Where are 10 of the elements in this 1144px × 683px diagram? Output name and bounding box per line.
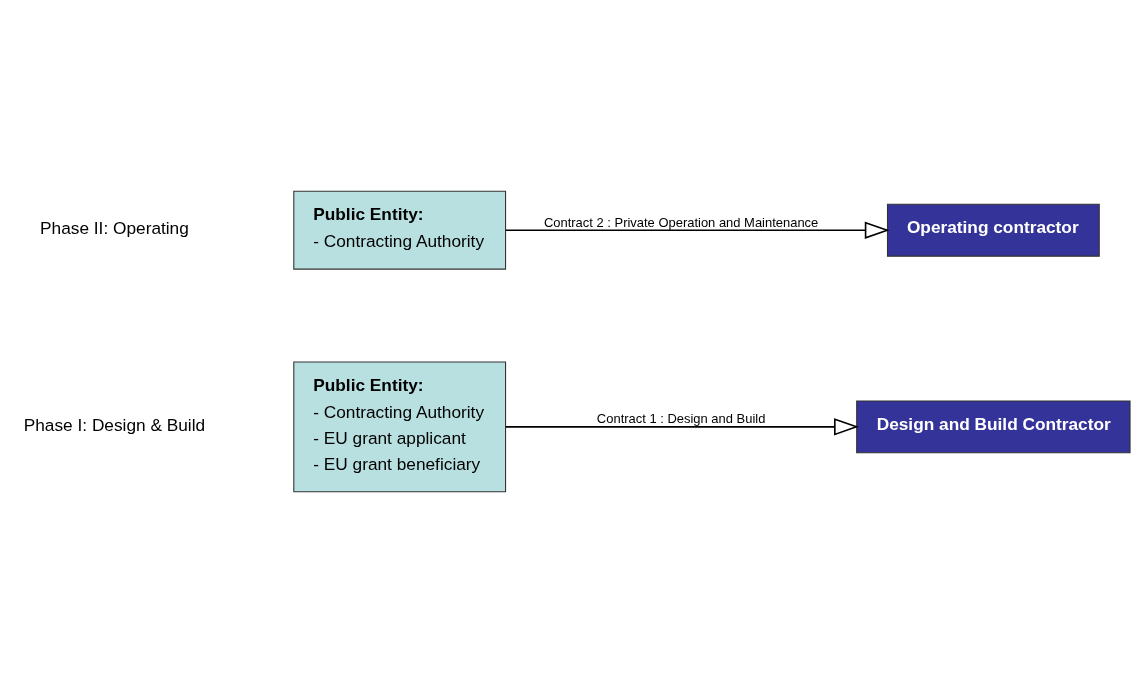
arrow [505, 221, 890, 239]
edge-label: Contract 2 : Private Operation and Maintenance [543, 214, 819, 230]
arrow [505, 418, 859, 436]
label: Phase II: Operating [40, 218, 189, 239]
node-box: Operating contractor [886, 203, 1100, 257]
node-box: Public Entity: - Contracting Authority - EU grant applicant - EU grant beneficiary [293, 361, 507, 493]
node-box: Design and Build Contractor [856, 400, 1131, 454]
label: Phase I: Design & Build [23, 414, 206, 435]
node-box: Public Entity: - Contracting Authority [293, 190, 507, 270]
edge-label: Contract 1 : Design and Build [596, 411, 766, 427]
